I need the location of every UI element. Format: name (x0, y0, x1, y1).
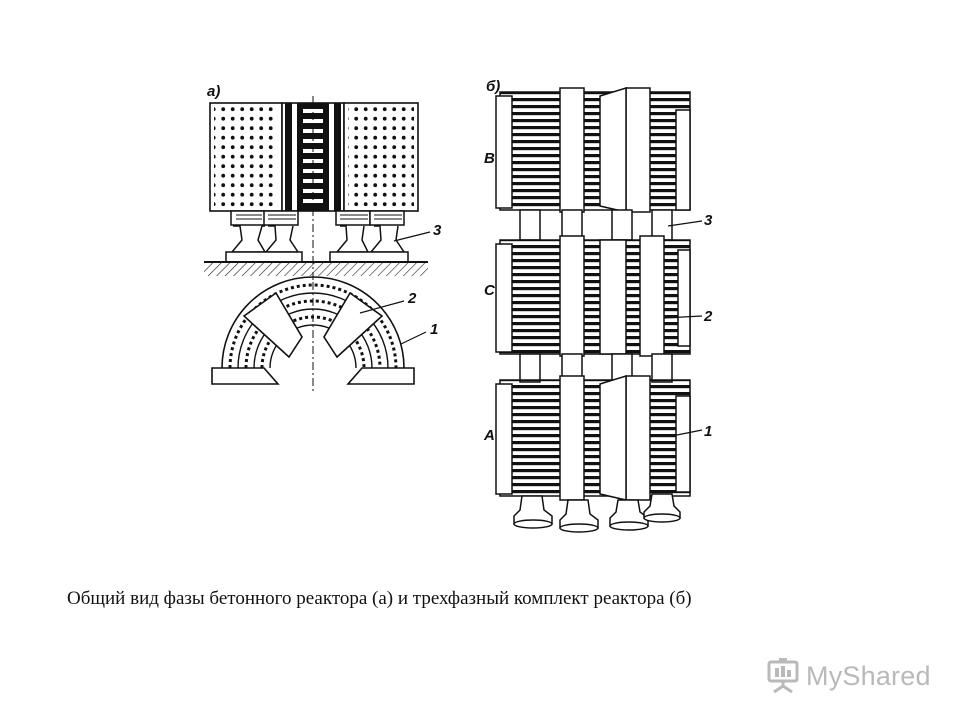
panel-a-label: а) (207, 83, 221, 100)
callout-a-1: 1 (430, 321, 439, 338)
callout-a-3: 3 (433, 222, 442, 239)
winding-block-right (343, 102, 419, 212)
stack-feet (513, 493, 681, 533)
figure-caption: Общий вид фазы бетонного реактора (а) и … (67, 588, 692, 609)
callout-b-3: 3 (704, 212, 713, 229)
phase-A-stack (495, 374, 691, 501)
support-insulators (230, 210, 406, 253)
callout-b-2: 2 (704, 308, 713, 325)
phase-label-bottom: А (484, 427, 495, 444)
central-column (281, 96, 345, 290)
leader-a-3 (393, 231, 431, 242)
watermark[interactable]: MyShared (766, 656, 931, 696)
callout-b-1: 1 (704, 423, 713, 440)
phase-C-stack (495, 235, 691, 383)
phase-B-stack (495, 86, 691, 241)
ground (204, 261, 428, 276)
watermark-text: MyShared (806, 660, 931, 691)
phase-label-top: В (484, 150, 495, 167)
phase-label-middle: С (484, 282, 495, 299)
presentation-board-icon (767, 658, 799, 694)
callout-a-2: 2 (408, 290, 417, 307)
winding-block-left (209, 102, 283, 212)
plan-view (211, 276, 427, 392)
panel-b-leaders (663, 220, 703, 437)
panel-b-label: б) (486, 78, 501, 95)
